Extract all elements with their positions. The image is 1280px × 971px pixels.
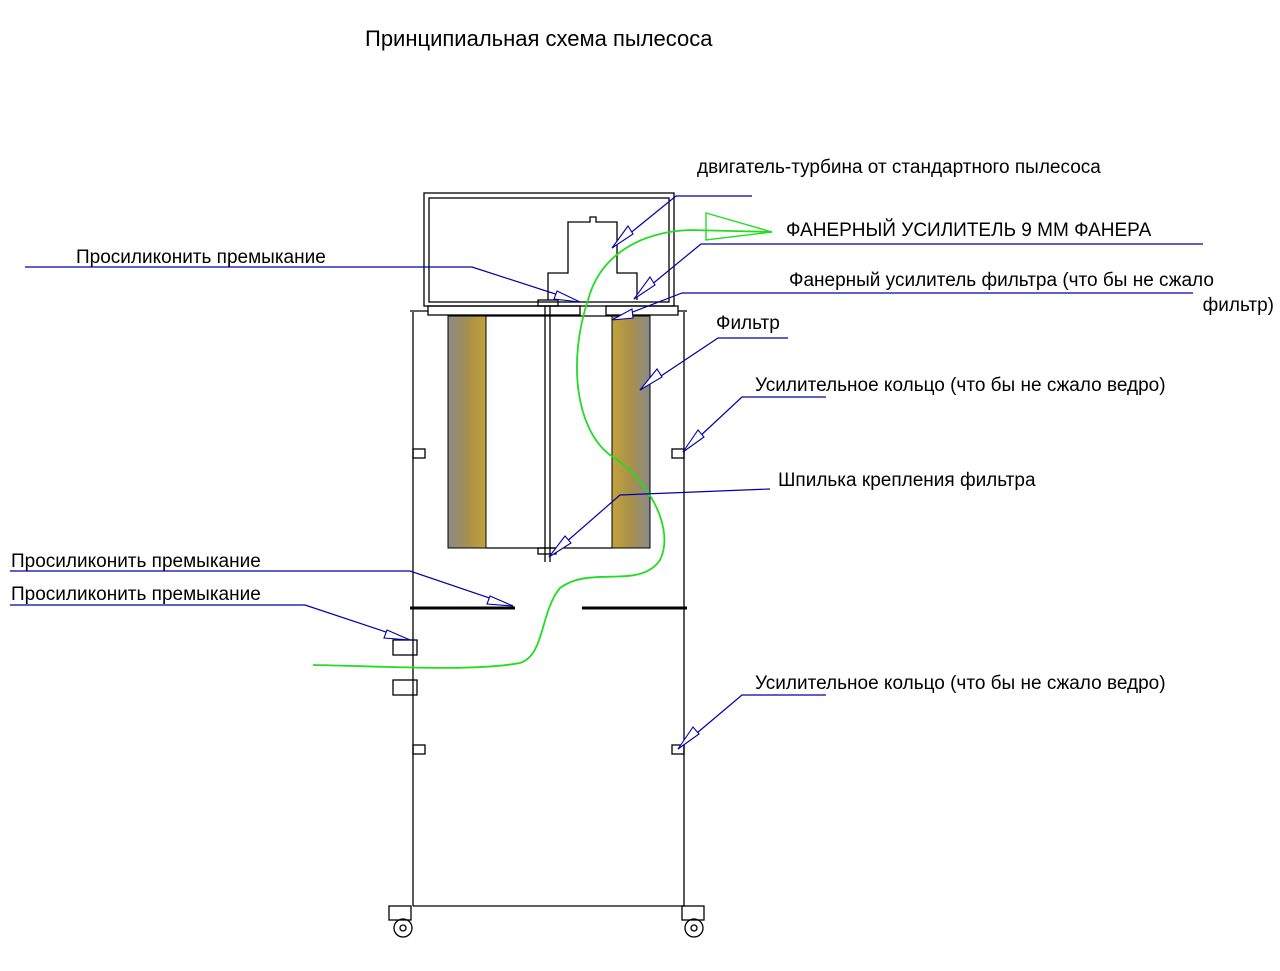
airflow-path <box>312 229 773 669</box>
leader-filter-plate <box>611 292 1193 321</box>
label-seal-mid: Просиликонить премыкание <box>11 551 261 572</box>
airflow-arrow-icon <box>705 212 773 241</box>
label-stud: Шпилька крепления фильтра <box>778 470 1036 491</box>
label-ring-bottom: Усилительное кольцо (что бы не сжало вед… <box>755 673 1166 694</box>
leader-seal-mid <box>10 570 514 607</box>
leader-seal-low <box>10 604 411 641</box>
wheel <box>388 905 705 938</box>
leader-motor <box>611 195 752 249</box>
filter-element <box>447 315 651 549</box>
diagram-title: Принципиальная схема пылесоса <box>365 26 713 51</box>
leader-plywood <box>633 243 1203 300</box>
leader-stud <box>548 488 771 558</box>
label-motor: двигатель-турбина от стандартного пылесо… <box>697 157 1101 178</box>
label-seal-top: Просиликонить премыкание <box>76 247 326 268</box>
leader-ring-bottom <box>677 694 826 750</box>
label-seal-low: Просиликонить премыкание <box>11 584 261 605</box>
reinforcement-ring <box>412 448 685 755</box>
leader-filter <box>639 337 788 391</box>
leader-ring-top <box>682 396 826 453</box>
label-filter-plate-cont: фильтр) <box>1203 295 1274 316</box>
label-filter-plate: Фанерный усилитель фильтра (что бы не сж… <box>789 270 1214 291</box>
filter-stud <box>537 306 557 562</box>
label-ring-top: Усилительное кольцо (что бы не сжало вед… <box>755 375 1166 396</box>
label-filter: Фильтр <box>716 313 780 334</box>
motor-turbine <box>547 216 638 300</box>
leader-seal-top <box>25 266 581 303</box>
label-plywood: ФАНЕРНЫЙ УСИЛИТЕЛЬ 9 ММ ФАНЕРА <box>786 219 1152 241</box>
